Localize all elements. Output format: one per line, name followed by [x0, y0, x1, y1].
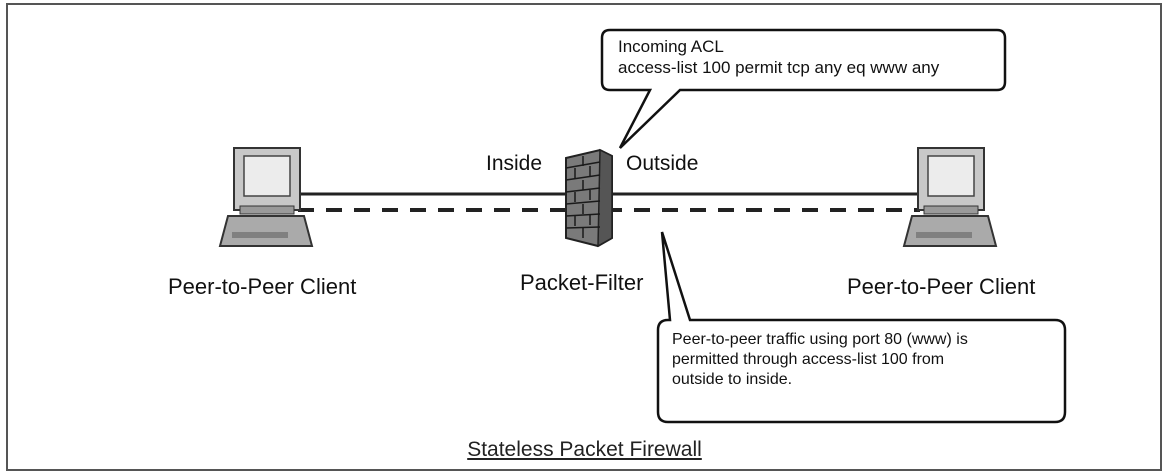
acl-callout-box — [600, 28, 1007, 149]
right-computer-icon — [902, 147, 998, 247]
traffic-callout-line1: Peer-to-peer traffic using port 80 (www)… — [672, 331, 968, 348]
acl-callout-rule: access-list 100 permit tcp any eq www an… — [618, 58, 940, 78]
left-client-label: Peer-to-Peer Client — [168, 274, 357, 299]
outside-label: Outside — [626, 152, 699, 175]
inside-label: Inside — [486, 152, 543, 175]
firewall-icon — [565, 148, 613, 248]
traffic-callout-text: Peer-to-peer traffic using port 80 (www)… — [672, 330, 968, 390]
traffic-callout-line3: outside to inside. — [672, 371, 793, 388]
diagram-caption: Stateless Packet Firewall — [467, 438, 702, 461]
right-client-label: Peer-to-Peer Client — [847, 274, 1036, 299]
traffic-callout-line2: permitted through access-list 100 from — [672, 351, 945, 368]
traffic-callout-box — [656, 231, 1067, 424]
firewall-label: Packet-Filter — [520, 270, 644, 295]
acl-callout-text: Incoming ACL access-list 100 permit tcp … — [618, 36, 939, 79]
acl-callout-title: Incoming ACL — [618, 37, 724, 56]
left-computer-icon — [218, 147, 314, 247]
